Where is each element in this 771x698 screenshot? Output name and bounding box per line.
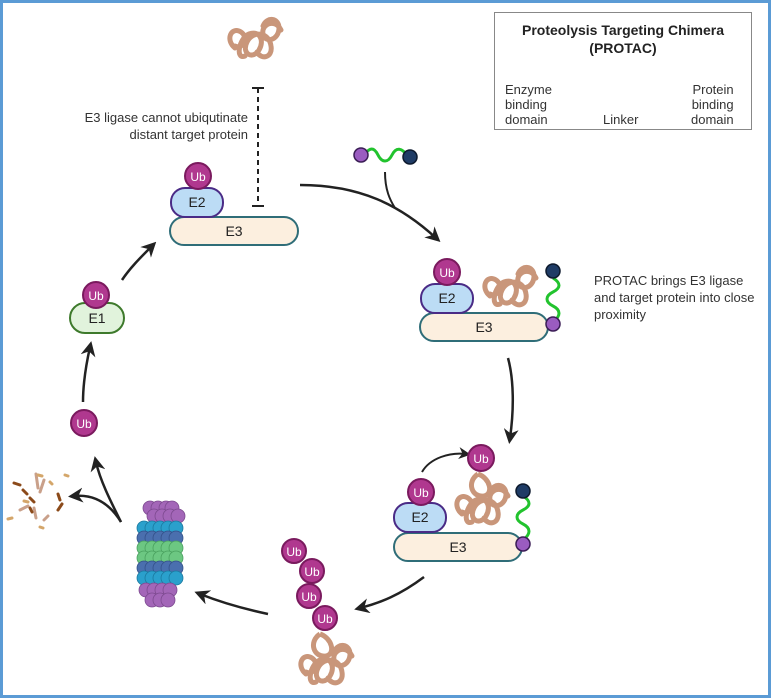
arrow-to-free-ubiquitin [90, 456, 123, 523]
enzyme-binding-domain-label: Enzyme binding domain [505, 82, 552, 127]
protein-binding-domain-label: Protein binding domain [691, 82, 734, 127]
svg-text:Ub: Ub [88, 289, 104, 303]
proximity-note: PROTAC brings E3 ligase and target prote… [594, 272, 754, 323]
e2-enzyme-ternary: E2 [420, 283, 474, 314]
protac-legend: Proteolysis Targeting Chimera (PROTAC) [494, 12, 752, 130]
svg-text:E1: E1 [88, 310, 105, 326]
distant-target-protein [230, 19, 281, 56]
peptide-fragment [28, 496, 36, 504]
svg-text:Ub: Ub [304, 565, 320, 579]
linker-label: Linker [603, 112, 639, 127]
e1-enzyme: E1 [69, 302, 125, 334]
arrow-to-polyubiquitination [354, 575, 425, 614]
protein-label-line: binding [691, 97, 734, 112]
e2-enzyme-top: E2 [170, 187, 224, 218]
ubiquitin-on-target: Ub [467, 444, 495, 472]
free-protac-molecule [353, 147, 418, 165]
note-line: and target protein into close [594, 290, 755, 305]
target-protein-transfer [457, 471, 508, 523]
enzyme-label-line: domain [505, 112, 548, 127]
svg-text:E3: E3 [449, 539, 466, 555]
note-line: proximity [594, 307, 647, 322]
arrow-to-ubiquitination [503, 357, 519, 444]
peptide-fragment [56, 492, 62, 502]
note-line: E3 ligase cannot ubiqutinate [84, 110, 248, 125]
ubiquitin-on-e1: Ub [82, 281, 110, 309]
svg-text:E2: E2 [411, 509, 428, 525]
svg-text:Ub: Ub [301, 590, 317, 604]
target-protein-ternary [485, 267, 536, 304]
peptide-fragment [18, 504, 30, 512]
svg-text:E3: E3 [225, 223, 242, 239]
ubiquitin-top: Ub [184, 162, 212, 190]
degraded-peptide-fragments [6, 472, 70, 530]
peptide-fragment [36, 473, 44, 478]
peptide-fragment [22, 499, 30, 504]
enzyme-label-line: Enzyme [505, 82, 552, 97]
peptide-fragment [34, 472, 40, 490]
proteasome [136, 500, 186, 608]
polyubiquitin-chain: Ub Ub Ub Ub [281, 538, 338, 631]
svg-text:E3: E3 [475, 319, 492, 335]
arrow-to-e2 [120, 241, 157, 281]
arrow-to-peptide-fragments [68, 487, 123, 523]
svg-text:Ub: Ub [473, 452, 489, 466]
protac-bound-ternary [545, 263, 561, 332]
protac-bound-transfer [515, 483, 531, 552]
svg-text:Ub: Ub [413, 486, 429, 500]
svg-text:Ub: Ub [317, 612, 333, 626]
legend-title-line1: Proteolysis Targeting Chimera [521, 22, 724, 38]
arrow-to-ternary-complex [299, 183, 441, 243]
enzyme-label-line: binding [505, 97, 547, 112]
peptide-fragment [42, 514, 50, 522]
svg-text:Ub: Ub [190, 170, 206, 184]
peptide-fragment [48, 480, 54, 486]
legend-title: Proteolysis Targeting Chimera (PROTAC) [495, 21, 751, 57]
peptide-fragment [38, 525, 45, 530]
svg-text:E2: E2 [188, 194, 205, 210]
svg-text:E2: E2 [438, 290, 455, 306]
proteasome-subunit [160, 592, 176, 608]
peptide-fragment [38, 478, 46, 494]
peptide-fragment [63, 473, 70, 478]
e2-enzyme-transfer: E2 [393, 502, 447, 533]
ubiquitin-transfer-arrow [421, 447, 471, 473]
peptide-fragment [21, 488, 29, 496]
peptide-fragment [28, 506, 34, 514]
note-line: PROTAC brings E3 ligase [594, 273, 744, 288]
svg-text:Ub: Ub [439, 266, 455, 280]
arrow-to-e1 [80, 341, 96, 403]
ubiquitin-ternary: Ub [433, 258, 461, 286]
svg-text:Ub: Ub [286, 545, 302, 559]
protac-join-arrow [384, 171, 396, 209]
ubiquitin-on-e2: Ub [407, 478, 435, 506]
peptide-fragment [56, 502, 64, 512]
protein-label-line: domain [691, 112, 734, 127]
no-ubiquitination-line [252, 87, 264, 207]
arrow-to-proteasome [194, 590, 269, 616]
e3-ligase-transfer: E3 [393, 532, 523, 562]
peptide-fragment [12, 481, 22, 487]
free-ubiquitin: Ub [70, 409, 98, 437]
protein-label-line: Protein [692, 82, 734, 97]
peptide-fragment [32, 506, 38, 520]
e3-ligase-ternary: E3 [419, 312, 549, 342]
svg-text:Ub: Ub [76, 417, 92, 431]
e3-ligase-top: E3 [169, 216, 299, 246]
polyubiquitinated-target-protein [301, 631, 352, 683]
legend-title-line2: (PROTAC) [589, 40, 657, 56]
peptide-fragment [6, 516, 14, 521]
proteasome-subunit [168, 570, 184, 586]
distant-target-note: E3 ligase cannot ubiqutinate distant tar… [72, 109, 248, 143]
note-line: distant target protein [129, 127, 248, 142]
